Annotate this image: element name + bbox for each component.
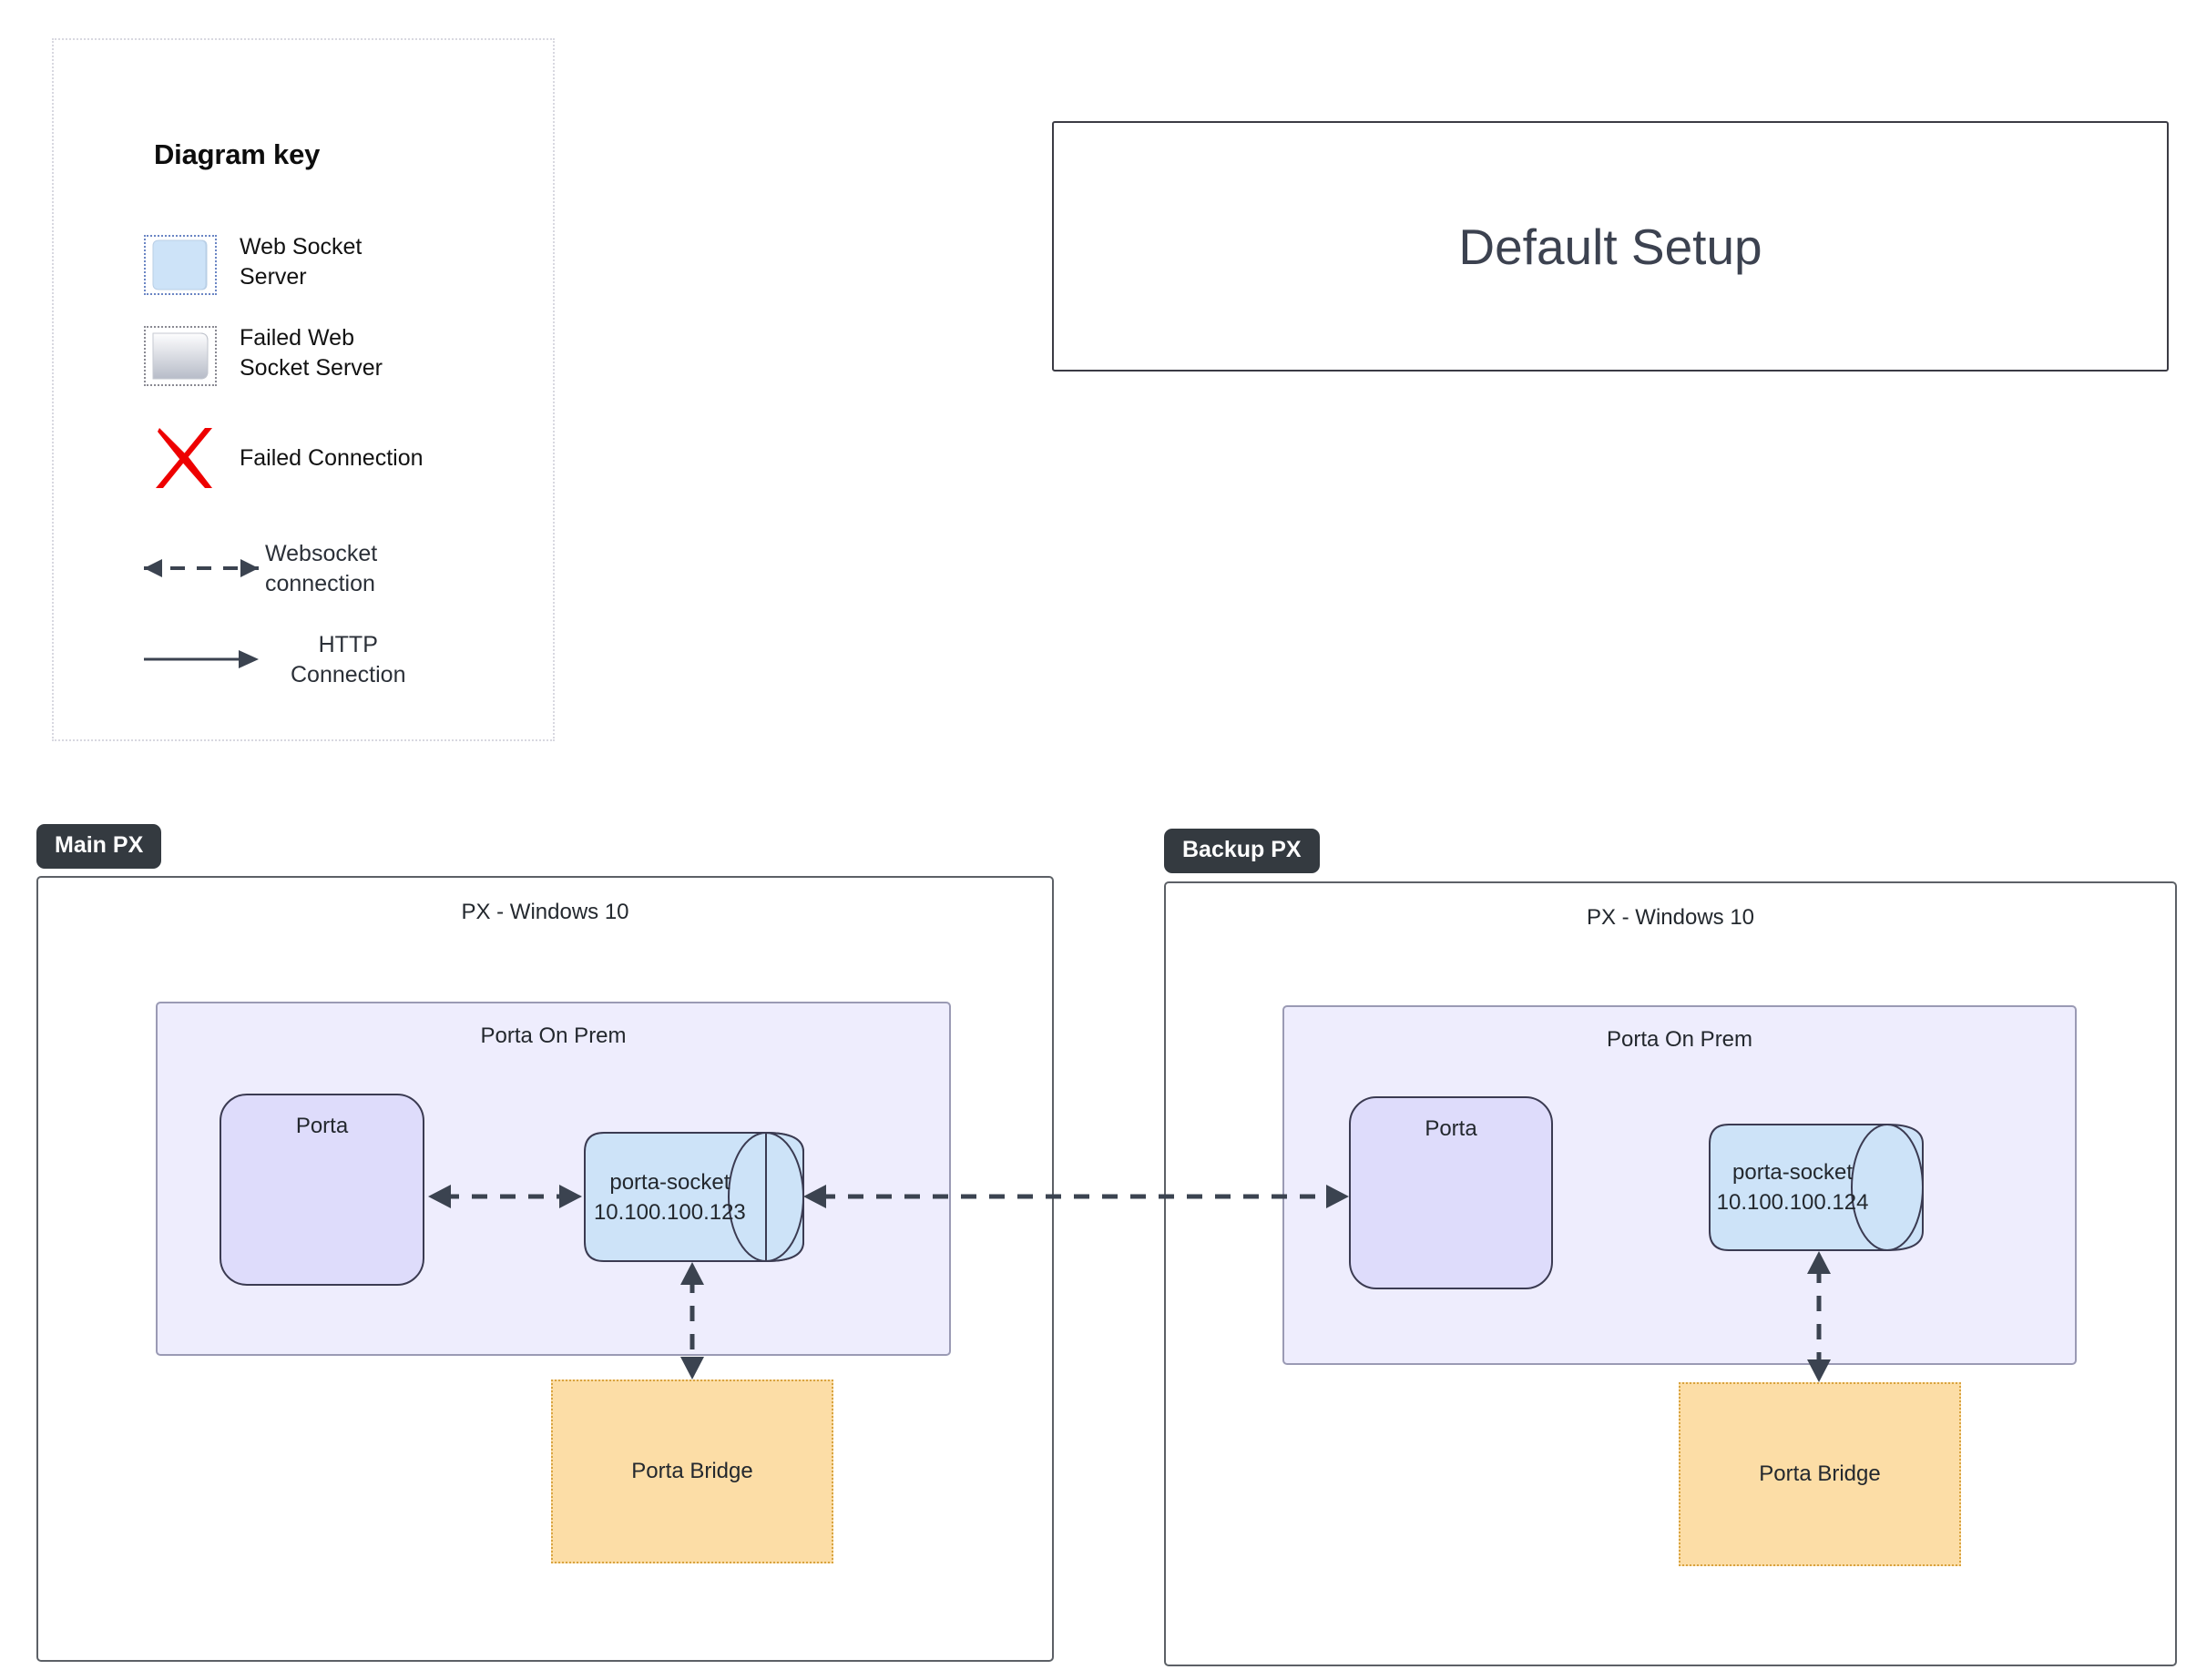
px-container-title-main: PX - Windows 10 bbox=[461, 900, 629, 924]
solid-arrow-icon bbox=[124, 641, 279, 682]
porta-node-main[interactable]: Porta bbox=[220, 1094, 424, 1286]
porta-node-title-backup: Porta bbox=[1425, 1116, 1477, 1141]
porta-on-prem-title-main: Porta On Prem bbox=[480, 1023, 627, 1048]
px-container-title-backup: PX - Windows 10 bbox=[1586, 905, 1755, 930]
dashed-double-arrow-icon bbox=[124, 550, 279, 591]
legend-label-failed-web-socket-server: Failed Web Socket Server bbox=[240, 325, 383, 381]
porta-bridge-label-main: Porta Bridge bbox=[631, 1459, 753, 1483]
porta-bridge-main[interactable]: Porta Bridge bbox=[551, 1380, 833, 1563]
default-setup-title-box: Default Setup bbox=[1052, 121, 2169, 372]
gray-cylinder-icon bbox=[144, 326, 217, 386]
diagram-key-title: Diagram key bbox=[154, 138, 321, 170]
porta-node-backup[interactable]: Porta bbox=[1349, 1096, 1553, 1289]
porta-bridge-backup[interactable]: Porta Bridge bbox=[1679, 1382, 1961, 1566]
legend-label-failed-connection: Failed Connection bbox=[240, 445, 424, 471]
group-chip-main-px[interactable]: Main PX bbox=[36, 824, 162, 869]
red-x-icon bbox=[152, 423, 220, 494]
porta-socket-cylinder-backup[interactable]: porta-socket 10.100.100.124 bbox=[1709, 1124, 1924, 1251]
porta-node-title-main: Porta bbox=[295, 1114, 349, 1138]
diagram-key-panel: Diagram key Web Socket Server bbox=[52, 38, 555, 741]
page-title: Default Setup bbox=[1458, 218, 1762, 275]
porta-bridge-label-backup: Porta Bridge bbox=[1759, 1461, 1881, 1486]
blue-cylinder-icon bbox=[144, 235, 217, 295]
porta-on-prem-title-backup: Porta On Prem bbox=[1606, 1027, 1753, 1052]
group-chip-backup-px[interactable]: Backup PX bbox=[1164, 829, 1320, 873]
legend-label-websocket-connection: Websocket connection bbox=[265, 541, 378, 596]
porta-socket-cylinder-main[interactable]: porta-socket 10.100.100.123 bbox=[584, 1132, 804, 1262]
legend-label-http-connection: HTTP Connection bbox=[291, 632, 406, 687]
legend-label-web-socket-server: Web Socket Server bbox=[240, 234, 363, 290]
